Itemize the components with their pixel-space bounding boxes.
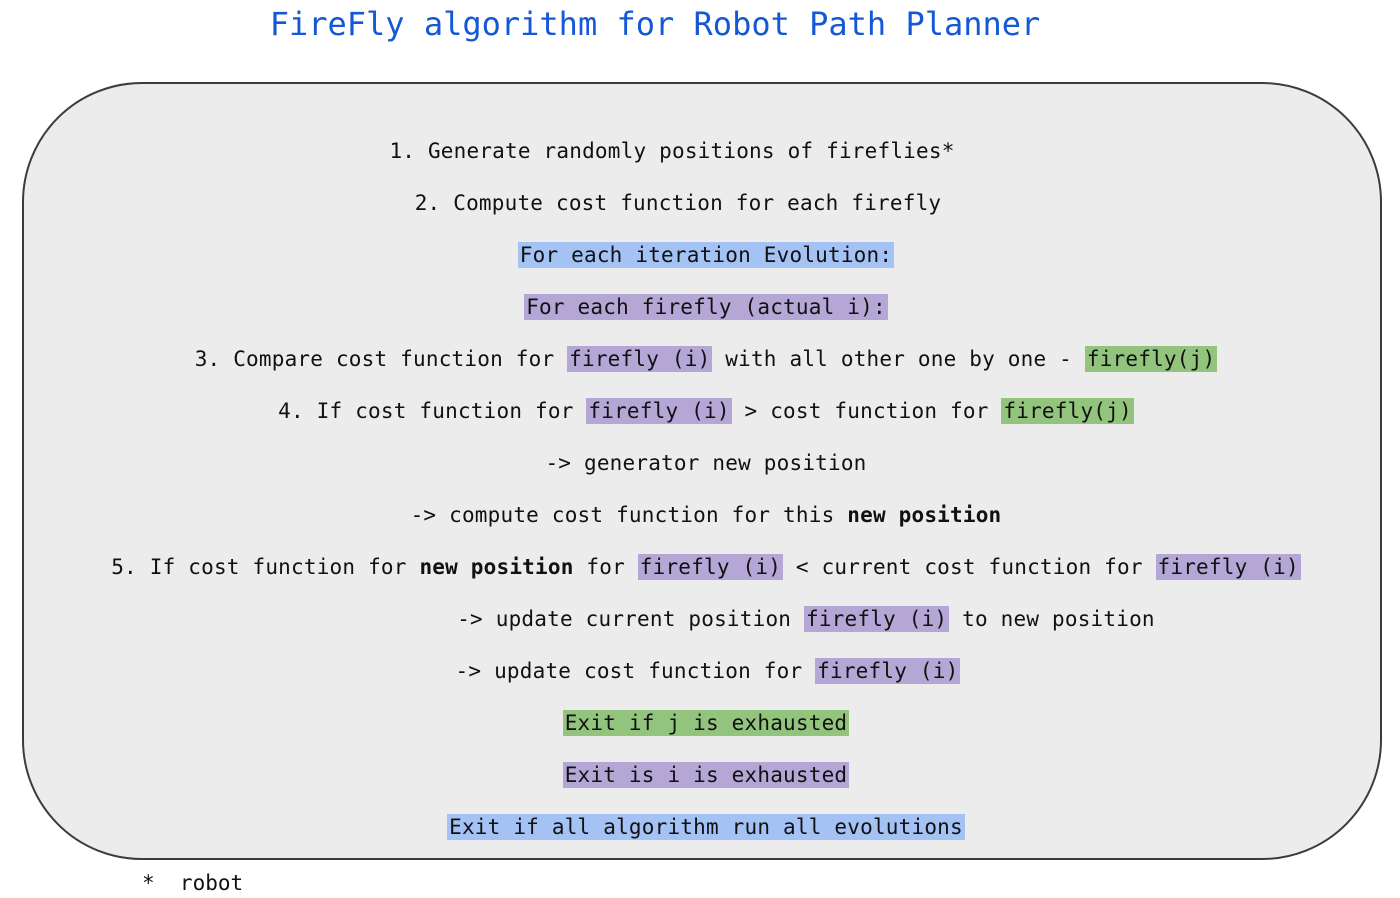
step-3-firefly-i: firefly (i) [567,346,713,372]
step-2-text: 2. Compute cost function for each firefl… [414,191,942,215]
step-5-new-position: new position [419,555,574,579]
step-1: 1. Generate randomly positions of firefl… [0,136,1372,166]
step-5: 5. If cost function for new position for… [6,552,1400,582]
compute-new-cost-bold: new position [847,503,1002,527]
loop-firefly-text: For each firefly (actual i): [524,294,888,320]
compute-new-cost: -> compute cost function for this new po… [6,500,1400,530]
step-5-part-e: < current cost function for [783,555,1156,579]
step-4-part-c: > cost function for [731,399,1002,423]
step-3-firefly-j: firefly(j) [1084,346,1218,372]
exit-all-text: Exit if all algorithm run all evolutions [447,814,965,840]
exit-i: Exit is i is exhausted [6,760,1400,790]
step-4: 4. If cost function for firefly (i) > co… [6,396,1400,426]
loop-evolution: For each iteration Evolution: [6,240,1400,270]
step-5-firefly-i-1: firefly (i) [637,554,784,580]
step-2: 2. Compute cost function for each firefl… [0,188,1378,218]
step-3: 3. Compare cost function for firefly (i)… [6,344,1400,374]
step-4-firefly-i: firefly (i) [586,398,732,424]
exit-i-text: Exit is i is exhausted [562,762,850,788]
step-1-text: 1. Generate randomly positions of firefl… [389,139,955,163]
exit-j: Exit if j is exhausted [6,708,1400,738]
loop-evolution-text: For each iteration Evolution: [517,242,895,268]
step-5-firefly-i-2: firefly (i) [1155,554,1301,580]
generate-position: -> generator new position [6,448,1400,478]
update-position: -> update current position firefly (i) t… [106,604,1400,634]
update-cost-firefly-i: firefly (i) [815,658,961,684]
loop-firefly: For each firefly (actual i): [6,292,1400,322]
update-position-firefly-i: firefly (i) [803,606,950,632]
footnote: * robot [142,871,244,895]
exit-all: Exit if all algorithm run all evolutions [6,812,1400,842]
exit-j-text: Exit if j is exhausted [562,710,850,736]
compute-new-cost-text: -> compute cost function for this [410,503,848,527]
step-3-part-a: 3. Compare cost function for [194,347,568,371]
diagram-title: FireFly algorithm for Robot Path Planner [269,5,1041,43]
step-3-part-c: with all other one by one - [712,347,1085,371]
generate-position-text: -> generator new position [545,451,867,475]
step-4-part-a: 4. If cost function for [278,399,587,423]
step-4-firefly-j: firefly(j) [1001,398,1134,424]
update-position-part-a: -> update current position [457,607,804,631]
update-cost: -> update cost function for firefly (i) [8,656,1400,686]
update-position-part-c: to new position [949,607,1155,631]
step-5-part-a: 5. If cost function for [111,555,420,579]
step-5-part-c: for [573,555,638,579]
update-cost-part-a: -> update cost function for [455,659,816,683]
